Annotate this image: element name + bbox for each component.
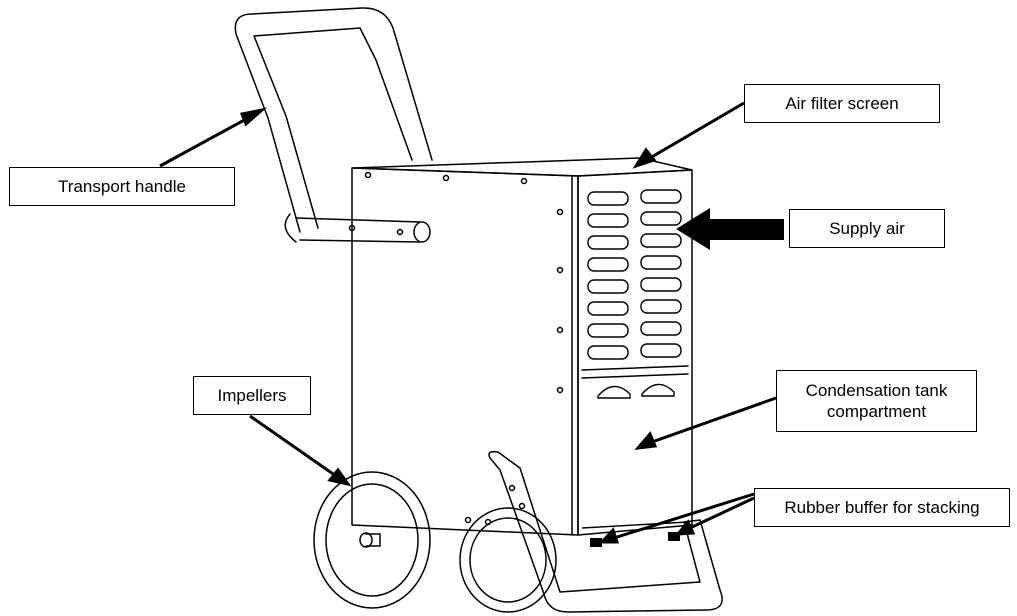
- supply-air-arrow: [676, 208, 784, 250]
- front-wheel-hub: [359, 532, 373, 548]
- handle-crossbar: [295, 217, 421, 243]
- label-condensation-tank: Condensation tank compartment: [776, 370, 977, 432]
- body-front: [577, 169, 693, 536]
- arrow-condensation: [651, 396, 777, 444]
- front-wheel-rim: [325, 483, 419, 597]
- label-transport-handle: Transport handle: [9, 167, 235, 206]
- lower-handle: [488, 450, 723, 613]
- arrow-air-filter: [649, 101, 745, 160]
- rubber-buffer-right: [668, 532, 680, 541]
- front-panel-divider: [581, 365, 689, 371]
- label-condensation-line1: Condensation tank: [805, 381, 948, 400]
- label-condensation-line2: compartment: [826, 402, 927, 421]
- label-supply-air: Supply air: [789, 209, 945, 248]
- front-wheel-tyre: [313, 471, 431, 609]
- rubber-buffer-left: [590, 538, 602, 547]
- transport-handle-outer: [234, 7, 433, 233]
- label-impellers: Impellers: [193, 376, 311, 415]
- tank-grips: [581, 383, 689, 529]
- arrow-buffer-right: [689, 496, 755, 530]
- arrow-transport-handle: [159, 116, 249, 168]
- arrow-impellers: [249, 414, 337, 478]
- label-rubber-buffer: Rubber buffer for stacking: [754, 488, 1010, 527]
- label-air-filter-screen: Air filter screen: [744, 84, 940, 123]
- body-left-side: [351, 167, 579, 536]
- arrow-buffer-left: [613, 492, 755, 540]
- rear-wheel: [459, 507, 557, 613]
- supply-air-louvres: [587, 189, 682, 360]
- handle-bar-end: [413, 221, 431, 243]
- transport-handle-inner: [253, 27, 413, 229]
